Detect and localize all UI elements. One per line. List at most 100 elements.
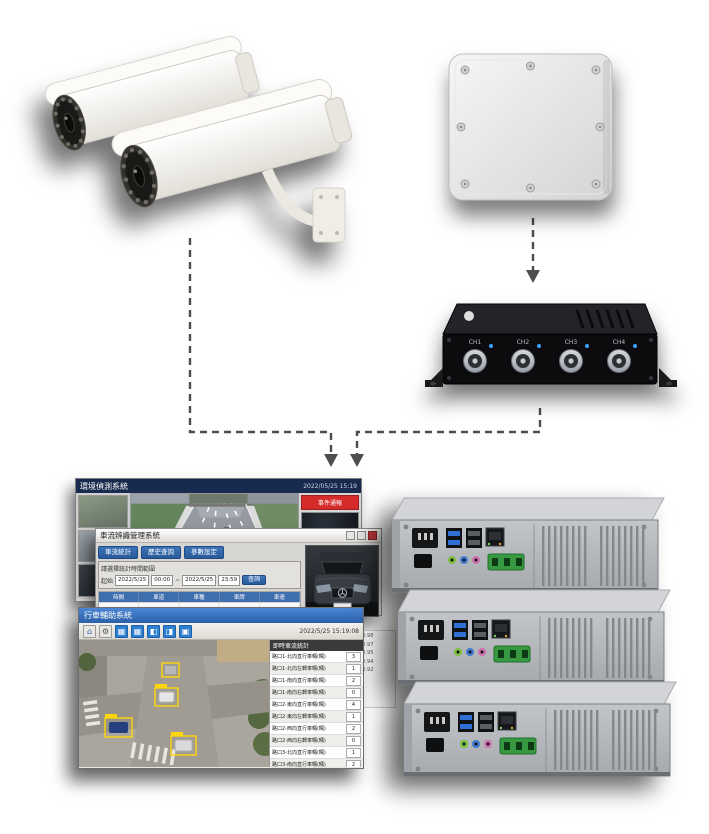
traffic-stats-rows: 路口1-北向直行車輛(輛) 3 路口1-北向左轉車輛(輛) 1 路口1-南向直行…: [270, 651, 363, 767]
stats-row-label: 路口2-東向直行車輛(輛): [272, 702, 326, 708]
stats-row-value: 1: [346, 747, 361, 758]
table-header-cell: 時間: [99, 591, 140, 602]
video-encoder-illustration: CH1 CH2 CH3 CH4: [425, 303, 677, 387]
camera-thumbnail[interactable]: [78, 495, 128, 528]
industrial-pc-3: [403, 681, 677, 777]
toolbar-icon[interactable]: ▦: [131, 624, 144, 638]
search-button[interactable]: 查詢: [242, 575, 267, 585]
stats-row[interactable]: 路口2-東向直行車輛(輛) 4: [270, 699, 363, 711]
tab-button[interactable]: 車流統計: [98, 546, 138, 559]
window3-toolbar: ⌂⚙▦▦◧◨▣ 2022/5/25 15:19:08: [79, 623, 363, 640]
cctv-cameras-illustration: [42, 31, 357, 243]
stats-row-label: 路口2-西向直行車輛(輛): [272, 726, 326, 732]
headlight-icon: [315, 584, 332, 593]
stats-row[interactable]: 路口2-西向右轉車輛(輛) 0: [270, 735, 363, 747]
query-groupbox: 請選擇統計時間範圍 起始 2022/5/25 00:00 ~ 2022/5/25…: [98, 560, 302, 589]
window2-title: 車流辨識管理系統: [100, 531, 160, 540]
stats-row-value: 4: [346, 699, 361, 710]
event-alert-badge[interactable]: 事件通報: [301, 495, 359, 510]
start-label: 起始: [101, 577, 114, 585]
bnc-connectors-icon: [463, 349, 631, 373]
stats-row-label: 路口2-西向右轉車輛(輛): [272, 738, 326, 744]
status-led-icon: [489, 344, 637, 348]
panel-screws-icon: [456, 61, 605, 193]
table-header-cell: 車速: [260, 591, 301, 602]
top-vents-icon: [575, 309, 635, 329]
toolbar-icon[interactable]: ⌂: [83, 624, 96, 638]
table-header-cell: 車種: [179, 591, 220, 602]
brand-logo-icon: [464, 311, 474, 321]
close-button[interactable]: [368, 531, 377, 540]
stats-row[interactable]: 路口3-南向直行車輛(輛) 2: [270, 759, 363, 767]
port-label: CH2: [517, 339, 530, 346]
stats-row-label: 路口1-北向直行車輛(輛): [272, 654, 326, 660]
maximize-button[interactable]: [357, 531, 366, 540]
end-date-input[interactable]: 2022/5/25: [182, 574, 217, 586]
arrowhead-icon: [350, 454, 364, 467]
tree-icon: [79, 653, 96, 671]
query-group-label: 請選擇統計時間範圍: [101, 565, 156, 573]
window2-titlebar[interactable]: 車流辨識管理系統: [96, 529, 381, 543]
industrial-pc-2: [397, 589, 671, 685]
detected-vehicles: [109, 666, 193, 752]
window3-titlebar[interactable]: 行車輔助系統: [79, 608, 363, 623]
detection-tags-icon: [105, 684, 183, 736]
vehicle-snapshot[interactable]: [305, 545, 379, 617]
stats-row[interactable]: 路口2-西向直行車輛(輛) 2: [270, 723, 363, 735]
toolbar-datetime: 2022/5/25 15:19:08: [299, 627, 359, 635]
brand-emblem-icon: [337, 588, 348, 598]
stats-row[interactable]: 路口3-北向直行車輛(輛) 1: [270, 747, 363, 759]
arrow-cameras-to-software: [188, 238, 333, 454]
stats-row-value: 2: [346, 759, 361, 767]
range-separator: ~: [175, 576, 181, 584]
tree-icon: [253, 732, 269, 756]
minimize-button[interactable]: [346, 531, 355, 540]
industrial-pcs-illustration: [391, 497, 677, 777]
tab-button[interactable]: 參數設定: [184, 546, 224, 559]
stats-row-value: 2: [346, 675, 361, 686]
stats-panel-header: 即時車流統計: [270, 640, 363, 651]
industrial-pc-1: [391, 497, 665, 593]
port-label: CH4: [613, 339, 626, 346]
toolbar-icons: ⌂⚙▦▦◧◨▣: [83, 624, 192, 638]
arrowhead-icon: [324, 454, 338, 467]
toolbar-icon[interactable]: ⚙: [99, 624, 112, 638]
toolbar-icon[interactable]: ▦: [115, 624, 128, 638]
stats-row-label: 路口3-北向直行車輛(輛): [272, 750, 326, 756]
camera-bracket: [261, 167, 346, 243]
toolbar-icon[interactable]: ◧: [147, 624, 160, 638]
results-table-header: 時間車道車種車牌車速: [99, 591, 301, 602]
toolbar-icon[interactable]: ▣: [179, 624, 192, 638]
stats-row[interactable]: 路口2-東向左轉車輛(輛) 1: [270, 711, 363, 723]
start-time-input[interactable]: 00:00: [151, 574, 174, 586]
stats-row-label: 路口1-北向左轉車輛(輛): [272, 666, 326, 672]
traffic-stats-panel: 即時車流統計 路口1-北向直行車輛(輛) 3 路口1-北向左轉車輛(輛) 1 路…: [270, 640, 363, 767]
stats-row-value: 1: [346, 663, 361, 674]
toolbar-icon[interactable]: ◨: [163, 624, 176, 638]
stats-row[interactable]: 路口1-北向直行車輛(輛) 3: [270, 651, 363, 663]
stats-row-value: 0: [346, 735, 361, 746]
table-row[interactable]: [99, 601, 301, 611]
stats-row-value: 3: [346, 651, 361, 662]
start-date-input[interactable]: 2022/5/25: [115, 574, 150, 586]
stats-row[interactable]: 路口1-南向右轉車輛(輛) 0: [270, 687, 363, 699]
port-label: CH1: [469, 339, 482, 346]
table-header-cell: 車道: [139, 591, 180, 602]
port-label: CH3: [565, 339, 578, 346]
window1-title: 環境偵測系統: [80, 481, 128, 491]
mounting-flanges-icon: [425, 368, 677, 387]
stats-row-label: 路口1-南向直行車輛(輛): [272, 678, 326, 684]
end-time-input[interactable]: 23:59: [218, 574, 241, 586]
tab-button[interactable]: 歷史查詢: [141, 546, 181, 559]
stats-row-value: 2: [346, 723, 361, 734]
stats-row-label: 路口2-東向左轉車輛(輛): [272, 714, 326, 720]
window-traffic-management: 車流辨識管理系統 車流統計歷史查詢參數設定 請選擇統計時間範圍 起始 2022/…: [95, 528, 382, 621]
stats-row-label: 路口1-南向右轉車輛(輛): [272, 690, 326, 696]
intersection-camera-view: [79, 640, 269, 767]
tab-button-row: 車流統計歷史查詢參數設定: [98, 546, 301, 559]
window1-titlebar[interactable]: 環境偵測系統 2022/05/25 15:19: [76, 479, 361, 493]
stats-row[interactable]: 路口1-北向左轉車輛(輛) 1: [270, 663, 363, 675]
stats-row[interactable]: 路口1-南向直行車輛(輛) 2: [270, 675, 363, 687]
intersection-main-view[interactable]: [79, 640, 270, 767]
